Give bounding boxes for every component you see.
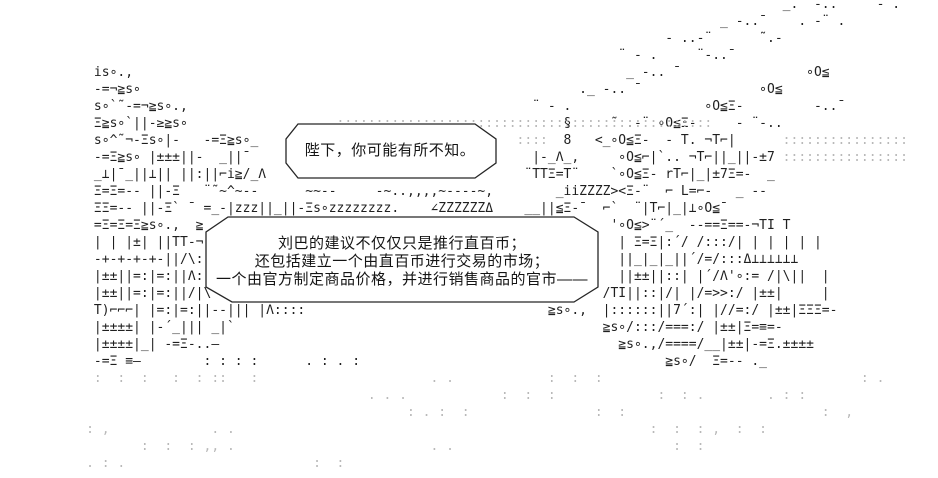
speech-bubble-1-text: 陛下，你可能有所不知。 — [304, 142, 476, 159]
ascii-art-layer: _. -.. ¯ - . _ -..¯ . -¨ . — [93, 0, 901, 369]
speech-bubble-1: 陛下，你可能有所不知。 — [278, 119, 502, 183]
speech-bubble-2-line-3: 一个由官方制定商品价格，并进行销售商品的官市—— — [215, 271, 588, 288]
speech-bubble-2-line-1: 刘巴的建议不仅仅只是推行直百币； — [277, 235, 526, 252]
speech-bubble-2-line-2: 还包括建立一个由直百币进行交易的市场； — [254, 253, 550, 270]
speech-bubble-1-border — [285, 123, 497, 179]
speech-bubble-2: 刘巴的建议不仅仅只是推行直百币； 还包括建立一个由直百币进行交易的市场； 一个由… — [200, 213, 604, 307]
speech-bubble-2-border — [205, 216, 599, 303]
